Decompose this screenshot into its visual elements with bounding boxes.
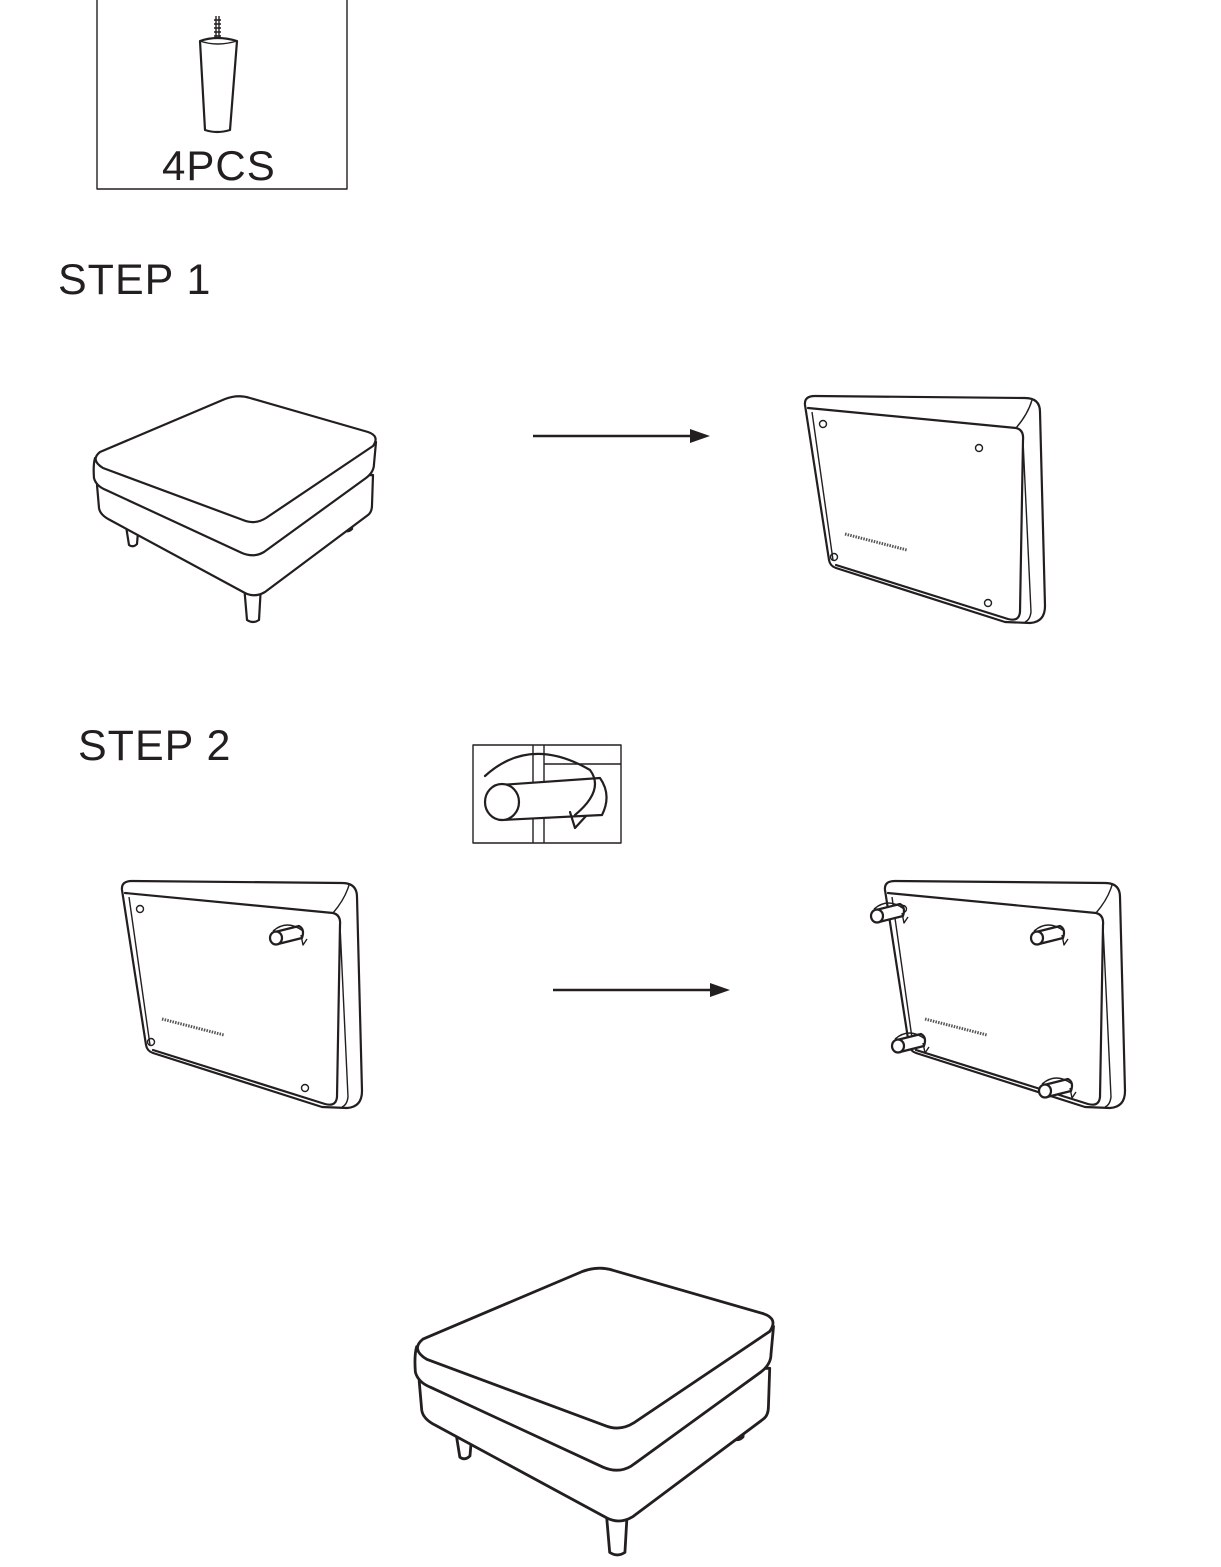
step2-heading: STEP 2 [78,722,232,770]
screw-in-detail-inset [472,744,622,844]
step2-box-one-leg [120,879,364,1110]
leg-quantity-label: 4PCS [162,142,276,189]
step1-ottoman-upright [92,395,378,624]
step1-arrow [533,429,710,443]
leg-icon [198,16,239,134]
step2-arrow [553,983,730,997]
step2-box-all-legs [869,879,1127,1110]
final-assembled-ottoman [413,1266,775,1557]
step1-ottoman-flipped [803,394,1047,625]
step1-heading: STEP 1 [58,256,212,304]
parts-box [96,0,348,190]
